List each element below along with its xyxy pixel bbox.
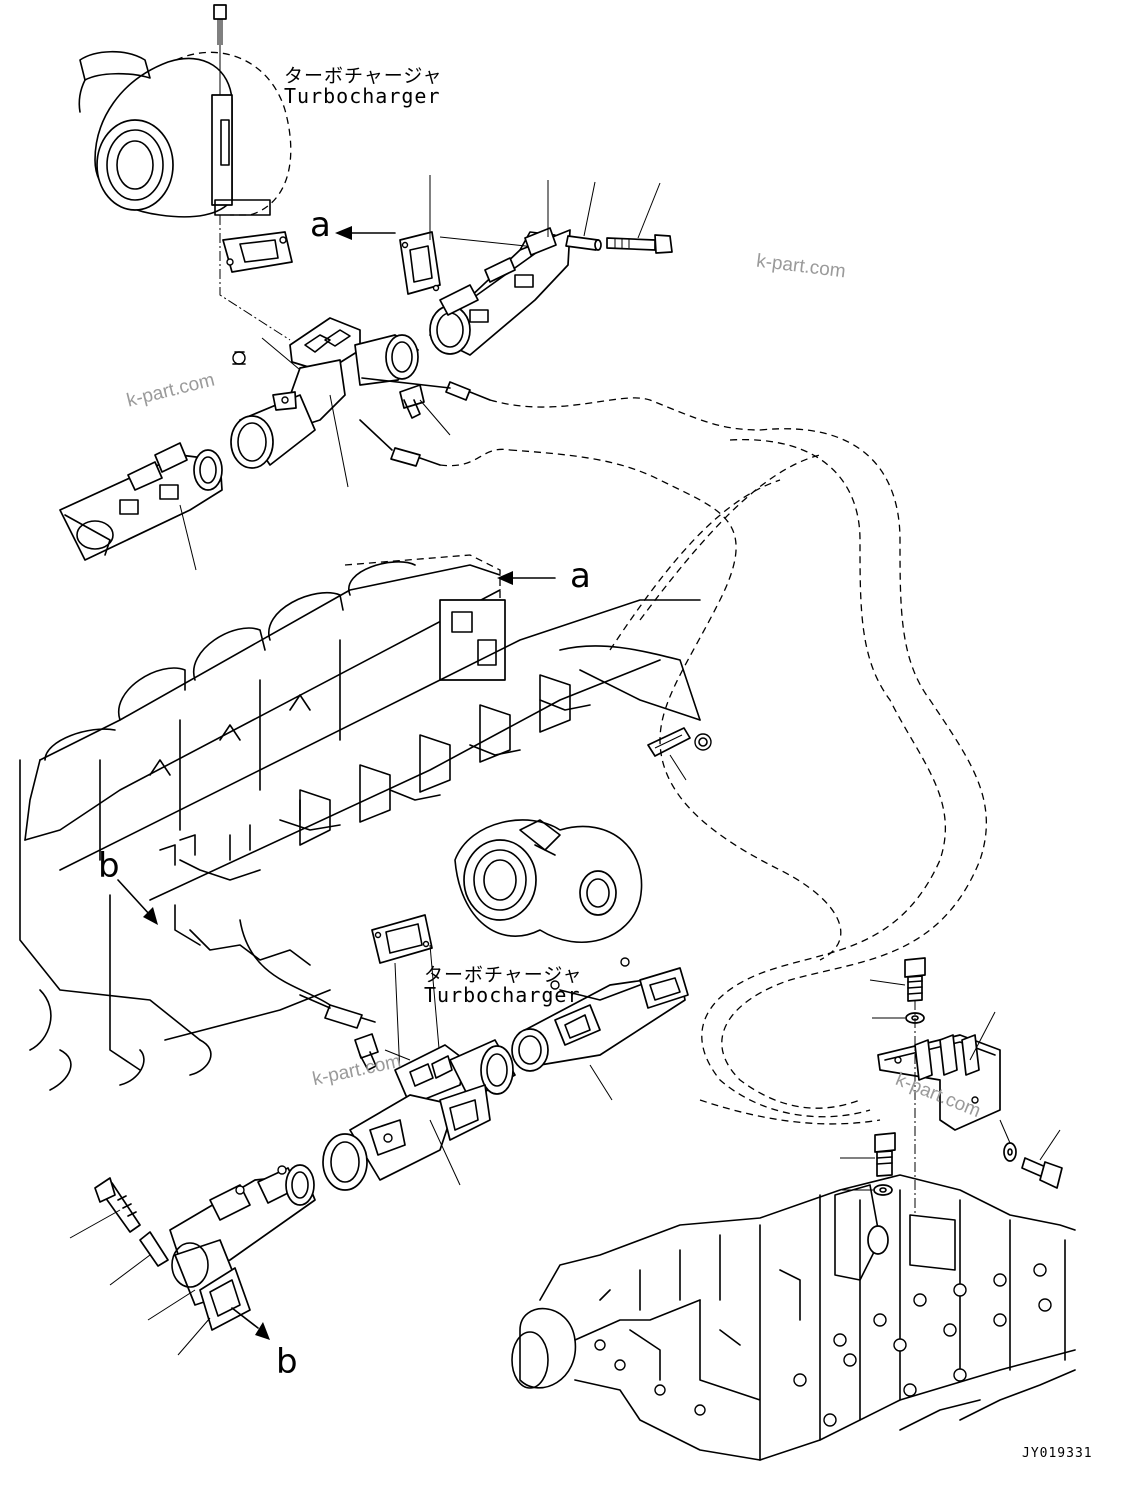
sensor-mid-upper bbox=[647, 727, 712, 757]
washer-right-mid bbox=[873, 1184, 893, 1196]
bolt-top bbox=[606, 234, 673, 254]
turbocharger-top bbox=[78, 4, 292, 218]
exhaust-manifold-center-top bbox=[230, 317, 419, 469]
reference-a-top: a bbox=[310, 205, 331, 245]
sleeve-lower-left bbox=[139, 1231, 169, 1267]
sensor-mid-lower bbox=[299, 994, 376, 1029]
plug-mid bbox=[354, 1033, 379, 1071]
reference-a-mid: a bbox=[570, 556, 591, 596]
bolt-right-mid bbox=[874, 1132, 896, 1177]
bolt-right-top bbox=[904, 957, 926, 1002]
turbocharger-mid-label-jp: ターボチャージャ bbox=[424, 964, 583, 986]
wiring-harness bbox=[509, 428, 988, 1125]
plug-top bbox=[399, 384, 425, 419]
bolt-lower-left bbox=[94, 1177, 141, 1233]
turbocharger-mid-label-en: Turbocharger bbox=[424, 983, 581, 1007]
reference-b-bottom: b bbox=[276, 1342, 298, 1382]
reference-b-mid: b bbox=[98, 846, 120, 886]
exhaust-manifold-front-top bbox=[59, 442, 223, 561]
engine-cylinder-head bbox=[19, 554, 701, 1091]
bracket-assembly bbox=[877, 1034, 1001, 1131]
gasket-mid bbox=[371, 914, 433, 964]
turbocharger-mid bbox=[454, 819, 643, 944]
gasket-flange-top bbox=[399, 231, 441, 295]
washer-right-side bbox=[1003, 1142, 1017, 1162]
exhaust-manifold-front-lower bbox=[169, 1164, 316, 1306]
gasket-lower-left bbox=[199, 1267, 251, 1331]
drawing-code: JY019331 bbox=[1022, 1446, 1093, 1461]
sleeve-top bbox=[565, 235, 602, 251]
exhaust-manifold-rear-top bbox=[429, 227, 571, 356]
turbocharger-top-label-jp: ターボチャージャ bbox=[284, 65, 443, 87]
turbocharger-top-label-en: Turbocharger bbox=[284, 84, 441, 108]
exhaust-manifold-rear-lower bbox=[511, 957, 689, 1072]
engine-block-lower bbox=[511, 1174, 1076, 1461]
bolt-right-side bbox=[1021, 1157, 1063, 1189]
gasket-top-turbo bbox=[222, 231, 293, 273]
sensor-top-2 bbox=[359, 419, 441, 467]
exhaust-manifold-center-lower bbox=[322, 1039, 516, 1191]
sensor-top-1 bbox=[361, 377, 491, 401]
